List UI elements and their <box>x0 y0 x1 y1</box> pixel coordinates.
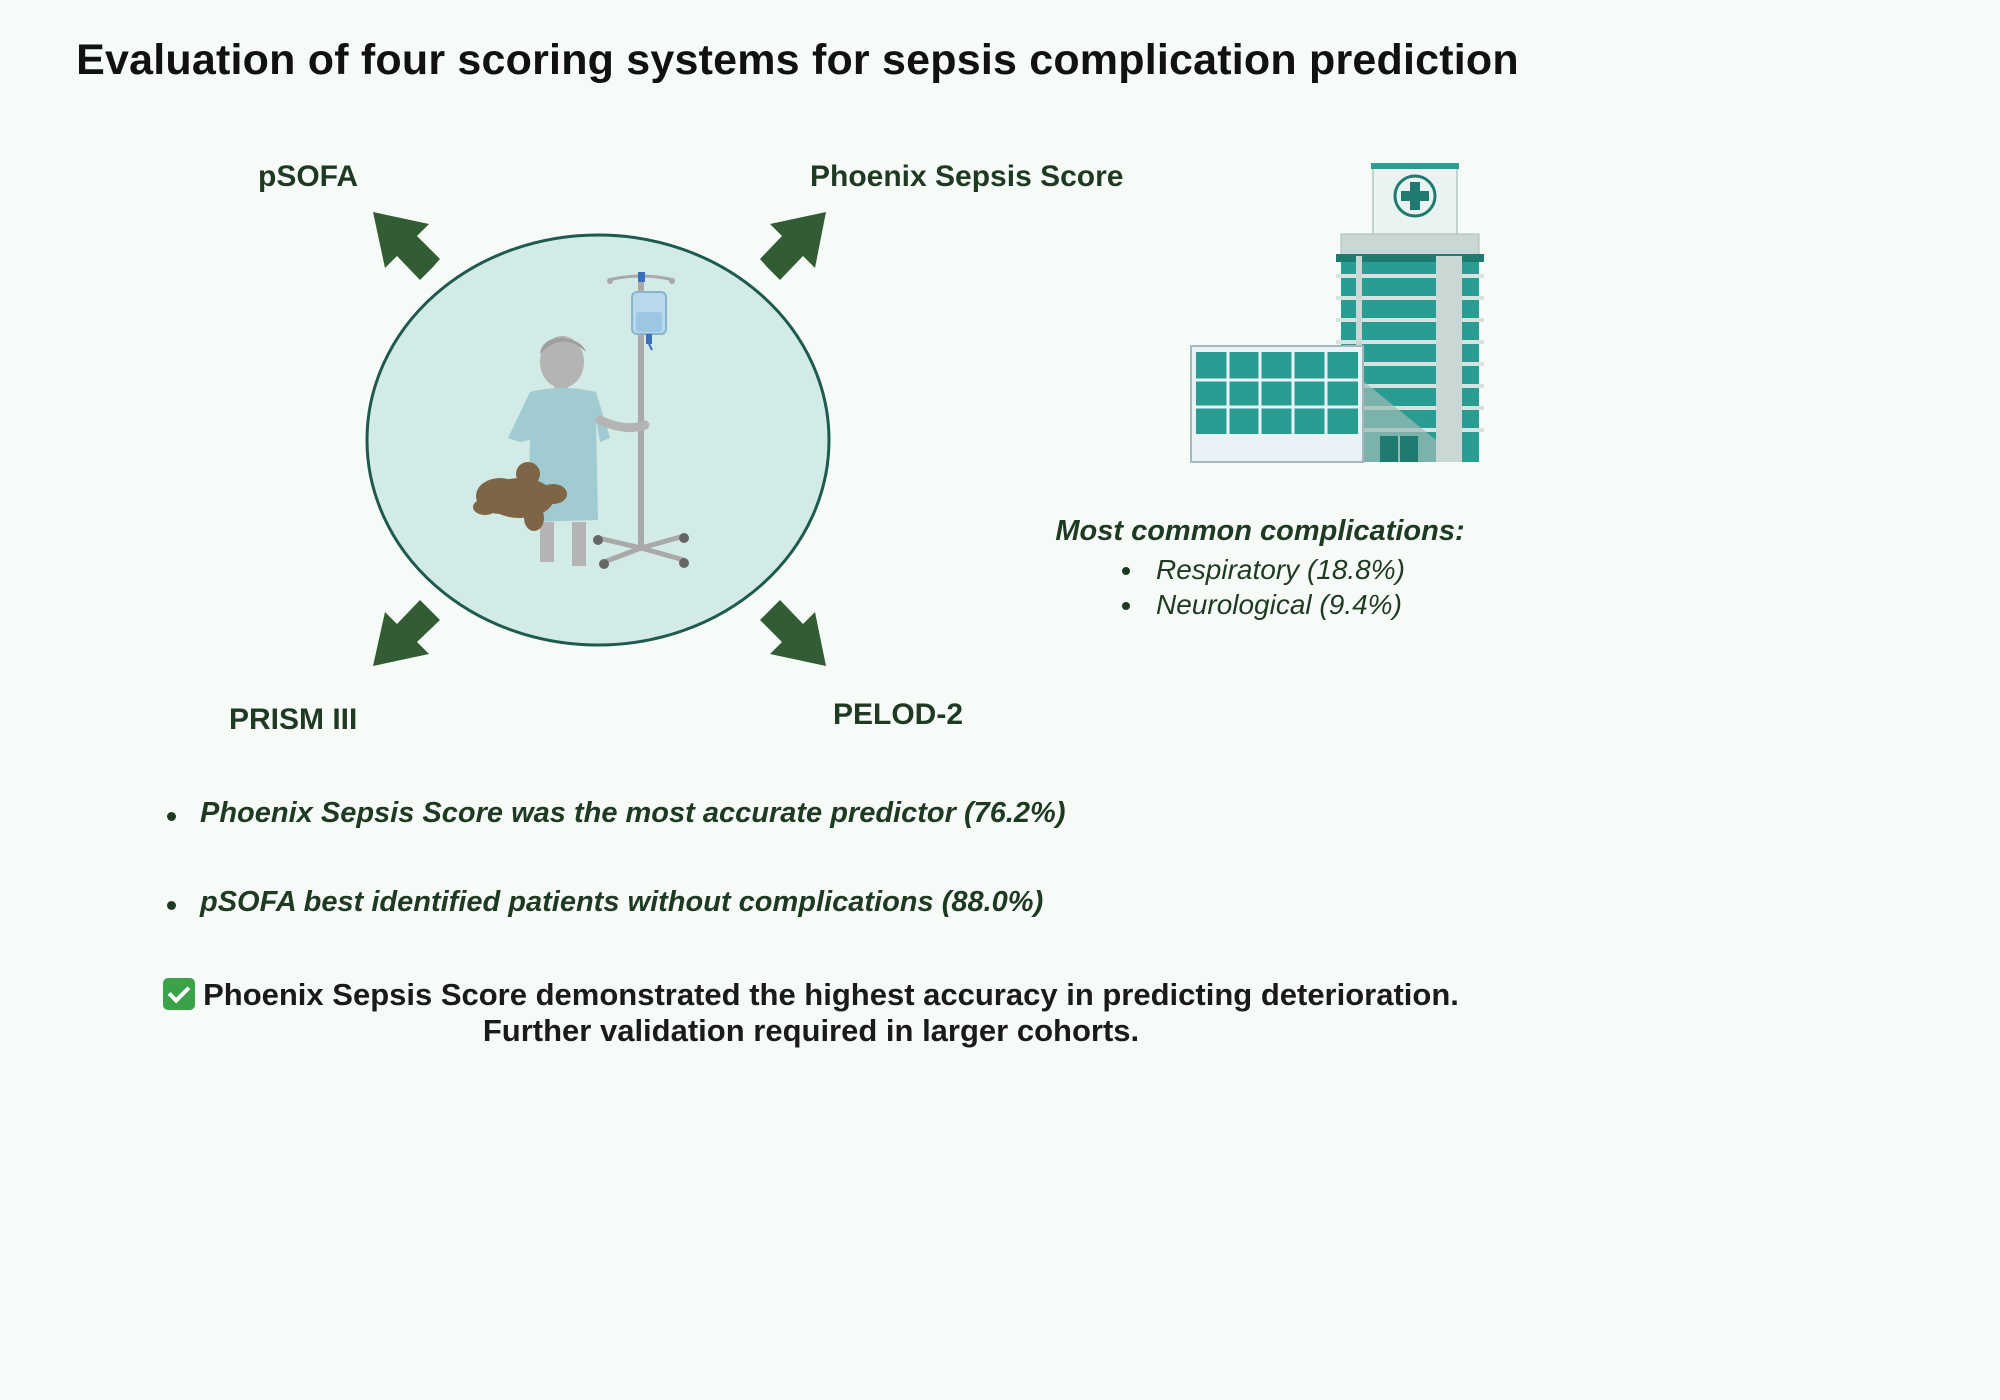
complications-title: Most common complications: <box>1055 515 1465 547</box>
arrow-to-psofa <box>373 212 440 280</box>
complication-item: Neurological (9.4%) <box>1030 587 1490 622</box>
conclusion-text: Phoenix Sepsis Score demonstrated the hi… <box>203 977 1459 1012</box>
complications-box: Most common complications: Respiratory (… <box>1030 515 1490 622</box>
page-title: Evaluation of four scoring systems for s… <box>76 36 1519 84</box>
finding-item: pSOFA best identified patients without c… <box>166 886 1044 918</box>
conclusion-line: Phoenix Sepsis Score demonstrated the hi… <box>0 977 1622 1013</box>
complications-list: Respiratory (18.8%) Neurological (9.4%) <box>1030 552 1490 622</box>
iv-pole-icon <box>593 272 689 569</box>
finding-item: Phoenix Sepsis Score was the most accura… <box>166 797 1066 829</box>
teddy-bear-icon <box>473 462 567 531</box>
diagram-canvas <box>365 163 1484 666</box>
score-label-prism: PRISM III <box>229 703 358 736</box>
check-icon <box>163 978 196 1010</box>
complication-item: Respiratory (18.8%) <box>1030 552 1490 587</box>
patient-circle <box>365 233 831 647</box>
arrow-to-phoenix <box>760 212 826 280</box>
arrow-to-pelod <box>760 600 826 666</box>
arrow-to-prism <box>373 600 440 666</box>
score-label-phoenix: Phoenix Sepsis Score <box>810 160 1124 193</box>
hospital-icon <box>1190 163 1484 463</box>
score-label-pelod: PELOD-2 <box>833 698 964 731</box>
score-label-psofa: pSOFA <box>258 160 359 193</box>
conclusion-line: Further validation required in larger co… <box>482 1013 1140 1048</box>
